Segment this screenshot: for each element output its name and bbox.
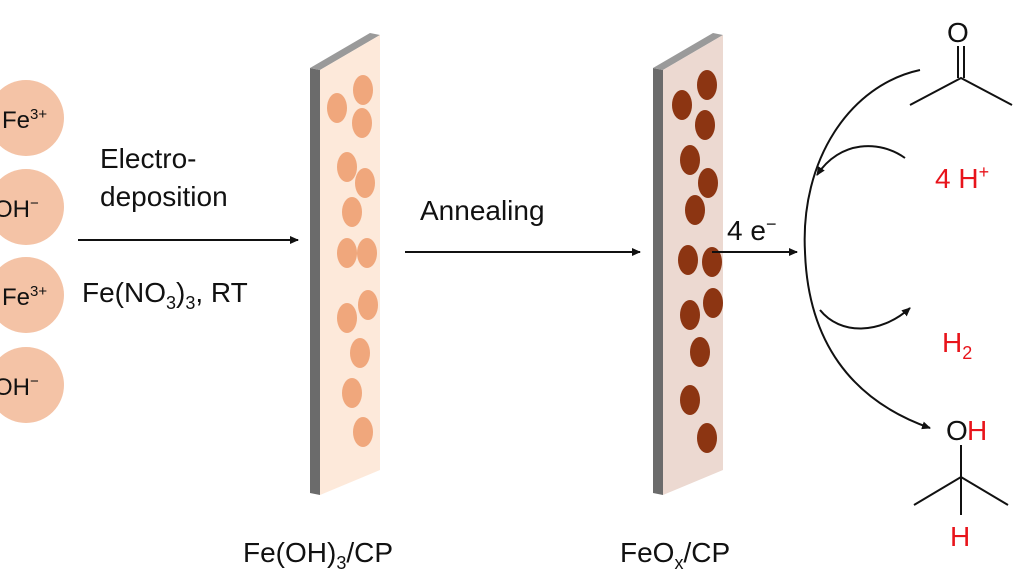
particle xyxy=(342,197,362,227)
ion-fe3-2: Fe3+ xyxy=(0,257,64,333)
particle xyxy=(698,168,718,198)
particle xyxy=(680,145,700,175)
main-reaction-arrow xyxy=(803,69,931,430)
step1-reagent: Fe(NO3)3, RT xyxy=(82,277,248,313)
particle xyxy=(337,238,357,268)
particle xyxy=(337,152,357,182)
svg-text:O: O xyxy=(947,17,969,48)
particle xyxy=(680,385,700,415)
ion-fe3-1: Fe3+ xyxy=(0,80,64,156)
particle xyxy=(357,238,377,268)
isopropanol-molecule: O H H xyxy=(913,415,1009,552)
svg-text:Fe3+: Fe3+ xyxy=(2,106,47,134)
electrode2-label: FeOx/CP xyxy=(620,537,730,573)
svg-text:H: H xyxy=(967,415,987,446)
electrode1-label: Fe(OH)3/CP xyxy=(243,537,393,573)
particle xyxy=(690,337,710,367)
proton-arrow xyxy=(816,145,906,176)
electrons-label: 4 e− xyxy=(727,214,776,246)
particle xyxy=(697,423,717,453)
protons-label: 4 H+ xyxy=(935,162,989,194)
particle xyxy=(685,195,705,225)
svg-text:OH−: OH− xyxy=(0,195,39,223)
svg-text:Fe3+: Fe3+ xyxy=(2,283,47,311)
particle xyxy=(353,75,373,105)
svg-text:OH−: OH− xyxy=(0,373,39,401)
electrode-fe-oh3 xyxy=(310,33,380,495)
fe-oh3-particles xyxy=(327,75,378,447)
particle xyxy=(680,300,700,330)
particle xyxy=(337,303,357,333)
particle xyxy=(355,168,375,198)
hydrogen-arrow xyxy=(819,307,911,330)
particle xyxy=(350,338,370,368)
feox-particles xyxy=(672,70,723,453)
particle xyxy=(703,288,723,318)
svg-text:H: H xyxy=(950,521,970,552)
particle xyxy=(358,290,378,320)
svg-text:O: O xyxy=(946,415,968,446)
particle xyxy=(695,110,715,140)
step1-label-line2: deposition xyxy=(100,181,228,212)
particle xyxy=(678,245,698,275)
particle xyxy=(672,90,692,120)
particle xyxy=(353,417,373,447)
particle xyxy=(697,70,717,100)
acetone-molecule: O xyxy=(909,17,1013,106)
ion-oh-2: OH− xyxy=(0,347,64,423)
annealing-label: Annealing xyxy=(420,195,545,226)
particle xyxy=(342,378,362,408)
particle xyxy=(702,247,722,277)
particle xyxy=(327,93,347,123)
particle xyxy=(352,108,372,138)
ion-oh-1: OH− xyxy=(0,169,64,245)
electrode-feox xyxy=(653,33,723,495)
hydrogen-label: H2 xyxy=(942,327,972,363)
step1-label-line1: Electro- xyxy=(100,143,196,174)
